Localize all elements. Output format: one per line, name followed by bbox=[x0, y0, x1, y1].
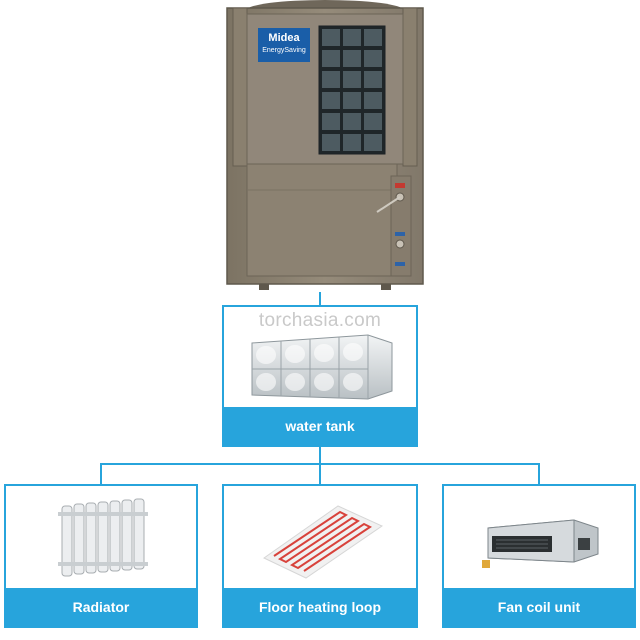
connector-floor bbox=[319, 463, 321, 485]
heat-pump-unit-image bbox=[226, 0, 424, 290]
radiator-box: Radiator bbox=[4, 484, 198, 628]
brand-name: Midea bbox=[268, 32, 300, 44]
water-tank-label: water tank bbox=[224, 407, 416, 445]
water-tank-image bbox=[251, 334, 393, 400]
brand-subtitle: EnergySaving bbox=[262, 47, 306, 54]
fan-coil-image bbox=[482, 519, 599, 568]
radiator-image bbox=[58, 498, 148, 577]
floor-heating-box: Floor heating loop bbox=[222, 484, 418, 628]
brand-logo: Midea EnergySaving bbox=[258, 28, 310, 62]
fan-coil-box: Fan coil unit bbox=[442, 484, 636, 628]
fan-coil-label: Fan coil unit bbox=[444, 588, 634, 626]
water-tank-box: water tank bbox=[222, 305, 418, 447]
connector-unit-tank bbox=[319, 292, 321, 306]
floor-heating-label: Floor heating loop bbox=[224, 588, 416, 626]
connector-fancoil bbox=[538, 463, 540, 485]
floor-heating-image bbox=[263, 505, 384, 579]
radiator-label: Radiator bbox=[6, 588, 196, 626]
connector-radiator bbox=[100, 463, 102, 485]
connector-tank-trunk bbox=[319, 447, 321, 464]
watermark: torchasia.com bbox=[258, 310, 382, 331]
